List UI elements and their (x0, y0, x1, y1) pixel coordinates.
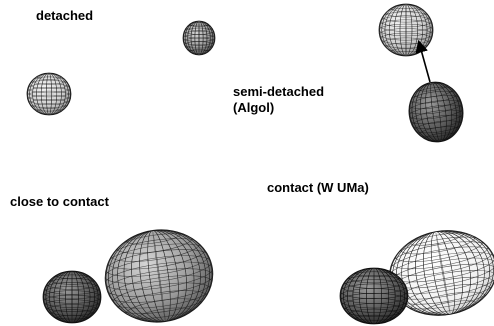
semi-detached-star-lower (405, 79, 467, 146)
close-contact-star-small (43, 271, 101, 323)
label-semi-detached: semi-detached (Algol) (233, 84, 324, 116)
label-semi-detached-line2: (Algol) (233, 100, 324, 116)
mass-transfer-arrow (420, 46, 430, 82)
star-surface (405, 79, 467, 146)
close-to-contact-pair (43, 223, 219, 326)
label-semi-detached-line1: semi-detached (233, 84, 324, 100)
label-close-to-contact: close to contact (10, 194, 109, 210)
contact-pair (340, 222, 494, 324)
detached-star-small (183, 21, 215, 55)
label-contact: contact (W UMa) (267, 180, 369, 196)
detached-star-left (27, 73, 71, 115)
contact-star-small (340, 268, 408, 324)
label-detached: detached (36, 8, 93, 24)
semi-detached-pair (379, 4, 467, 145)
semi-detached-star-upper (379, 4, 433, 56)
detached-pair (27, 21, 215, 115)
close-contact-star-large (99, 223, 219, 326)
